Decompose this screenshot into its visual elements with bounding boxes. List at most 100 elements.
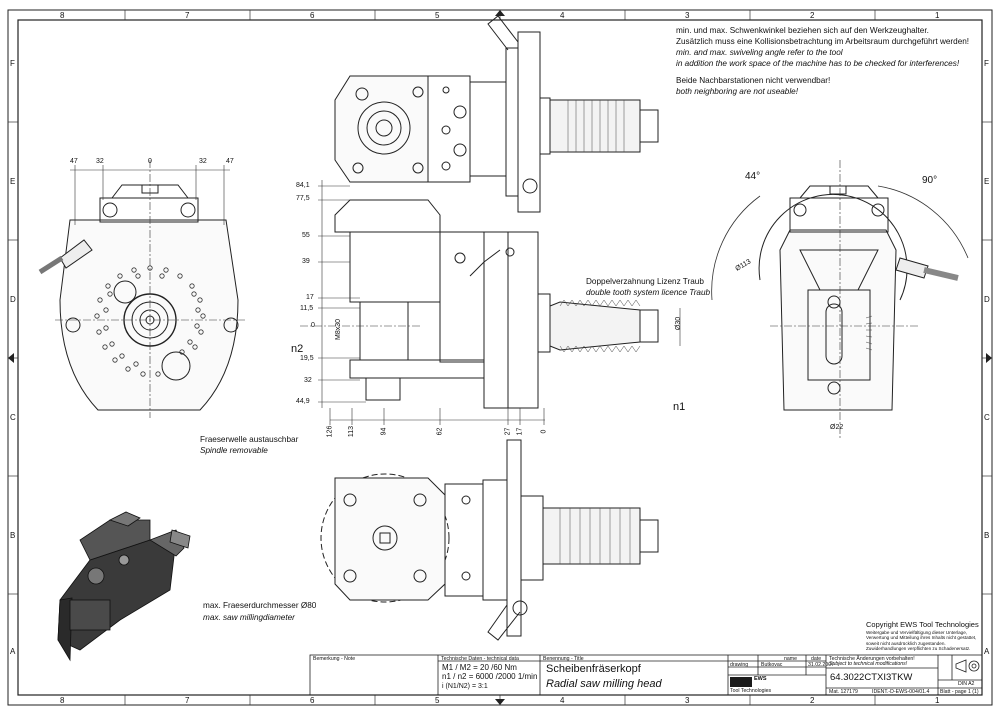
dim-left-1: 77,5 [296, 195, 310, 202]
row-label-B: B [10, 531, 16, 540]
ews-name: EWS [754, 676, 767, 682]
dim-left-3: 39 [302, 258, 310, 265]
dim-bottom-0: 126 [326, 425, 334, 438]
din-format: DIN A2 [958, 681, 975, 687]
row-label-C: C [10, 413, 16, 422]
right-view [758, 185, 959, 411]
side-view-dims [300, 180, 681, 425]
mod-note-en: Subject to technical modifications! [829, 661, 908, 667]
front-view [38, 184, 239, 411]
col-label-8: 8 [60, 11, 65, 20]
title-block-lines [309, 654, 983, 696]
col-label-3: 3 [685, 11, 690, 20]
side-view-teeth [559, 299, 641, 353]
techdata-ratio: i (N1/N2) = 3:1 [442, 683, 488, 690]
ews-logo [730, 677, 752, 687]
col-label-1-bottom: 1 [935, 696, 940, 705]
row-label-D: D [10, 295, 16, 304]
angle-left: 44° [745, 171, 761, 182]
hdr-date: date [811, 656, 822, 662]
label-n2: n2 [291, 343, 304, 355]
note-en-3: both neighboring are not useable! [676, 87, 798, 96]
side-view [334, 199, 659, 409]
front-view-centerlines [55, 160, 245, 418]
dim-top-0: 47 [70, 158, 78, 165]
dim-left-9: 44,9 [296, 398, 310, 405]
row-label-F: F [10, 59, 15, 68]
dim-d30: Ø30 [675, 316, 683, 331]
dim-bottom-4: 27 [504, 427, 512, 436]
row-label-A-right: A [984, 647, 990, 656]
dim-left-5: 11,5 [300, 305, 314, 312]
techdata-header: Technische Daten - technical data [441, 656, 519, 662]
callout-spindle-en: Spindle removable [200, 446, 268, 455]
top-view-grip-lines [567, 100, 625, 152]
bemerkung-label: Bemerkung - Note [313, 656, 356, 662]
col-label-6-bottom: 6 [310, 696, 315, 705]
note-en-2: in addition the work space of the machin… [676, 59, 960, 68]
dim-bottom-3: 62 [436, 427, 444, 436]
ident-number: IDENT.-D-EWS-004/01.4 [872, 689, 930, 695]
row-label-E-right: E [984, 177, 990, 186]
col-label-5-bottom: 5 [435, 696, 440, 705]
angle-arcs [711, 185, 969, 301]
scale-ticks [865, 315, 873, 351]
dim-bottom-1: 113 [348, 425, 356, 438]
techdata-torque: M1 / M2 = 20 /60 Nm [442, 663, 517, 672]
dim-top-2: 0 [148, 158, 152, 165]
dim-d22: Ø22 [830, 424, 844, 431]
row-label-E: E [10, 177, 16, 186]
ews-sub: Tool Technologies [730, 688, 772, 694]
projection-symbol [955, 659, 980, 673]
col-label-7: 7 [185, 11, 190, 20]
row-label-C-right: C [984, 413, 990, 422]
callout-doppel-de: Doppelverzahnung Lizenz Traub [586, 277, 704, 286]
callout-max-en: max. saw millingdiameter [203, 613, 295, 622]
right-view-centerlines [770, 160, 920, 440]
dim-bottom-2: 94 [380, 427, 388, 436]
dim-m8: M8x30 [335, 318, 343, 341]
row-label-F-right: F [984, 59, 989, 68]
isometric-view [57, 511, 191, 662]
col-label-7-bottom: 7 [185, 696, 190, 705]
note-en-1: min. and max. swiveling angle refer to t… [676, 48, 843, 57]
dim-left-8: 32 [304, 377, 312, 384]
drawer-name: Butkovac [761, 662, 783, 668]
top-view [334, 15, 659, 213]
row-label-A: A [10, 647, 16, 656]
bottom-view [320, 439, 659, 641]
col-label-4-bottom: 4 [560, 696, 565, 705]
col-label-5: 5 [435, 11, 440, 20]
note-de-2: Zusätzlich muss eine Kollisionsbetrachtu… [676, 37, 970, 46]
front-top-dims [70, 165, 230, 225]
row-drawing: drawing [730, 662, 749, 668]
bolt-circle-holes [94, 265, 206, 377]
callout-spindle-de: Fraeserwelle austauschbar [200, 435, 299, 444]
dim-left-2: 55 [302, 232, 310, 239]
bottom-view-grip [559, 508, 631, 564]
part-number: 64.3022CTXI3TKW [830, 672, 913, 683]
hdr-name: name [784, 656, 797, 662]
angle-right: 90° [922, 175, 938, 186]
drawer-date: 31.02.2007 [808, 662, 834, 668]
col-label-3-bottom: 3 [685, 696, 690, 705]
col-label-1: 1 [935, 11, 940, 20]
material: Mat. 127179 [829, 689, 858, 695]
benennung-label: Benennung - Title [543, 656, 584, 662]
page-number: Blatt - page 1 (1) [940, 689, 979, 695]
note-de-3: Beide Nachbarstationen nicht verwendbar! [676, 76, 831, 85]
mod-note-de: Technische Änderungen vorbehalten! [829, 656, 915, 662]
dim-bottom-5: 17 [516, 427, 524, 436]
dim-bottom-6: 0 [540, 429, 548, 434]
col-label-4: 4 [560, 11, 565, 20]
title-en: Radial saw milling head [546, 678, 662, 690]
dim-top-4: 47 [226, 158, 234, 165]
dim-left-0: 84,1 [296, 182, 310, 189]
dim-left-6: 0 [311, 322, 315, 329]
dim-top-1: 32 [96, 158, 104, 165]
col-label-2: 2 [810, 11, 815, 20]
col-label-6: 6 [310, 11, 315, 20]
copyright-sub: Weitergabe und Vervielfältigung dieser U… [866, 630, 977, 651]
